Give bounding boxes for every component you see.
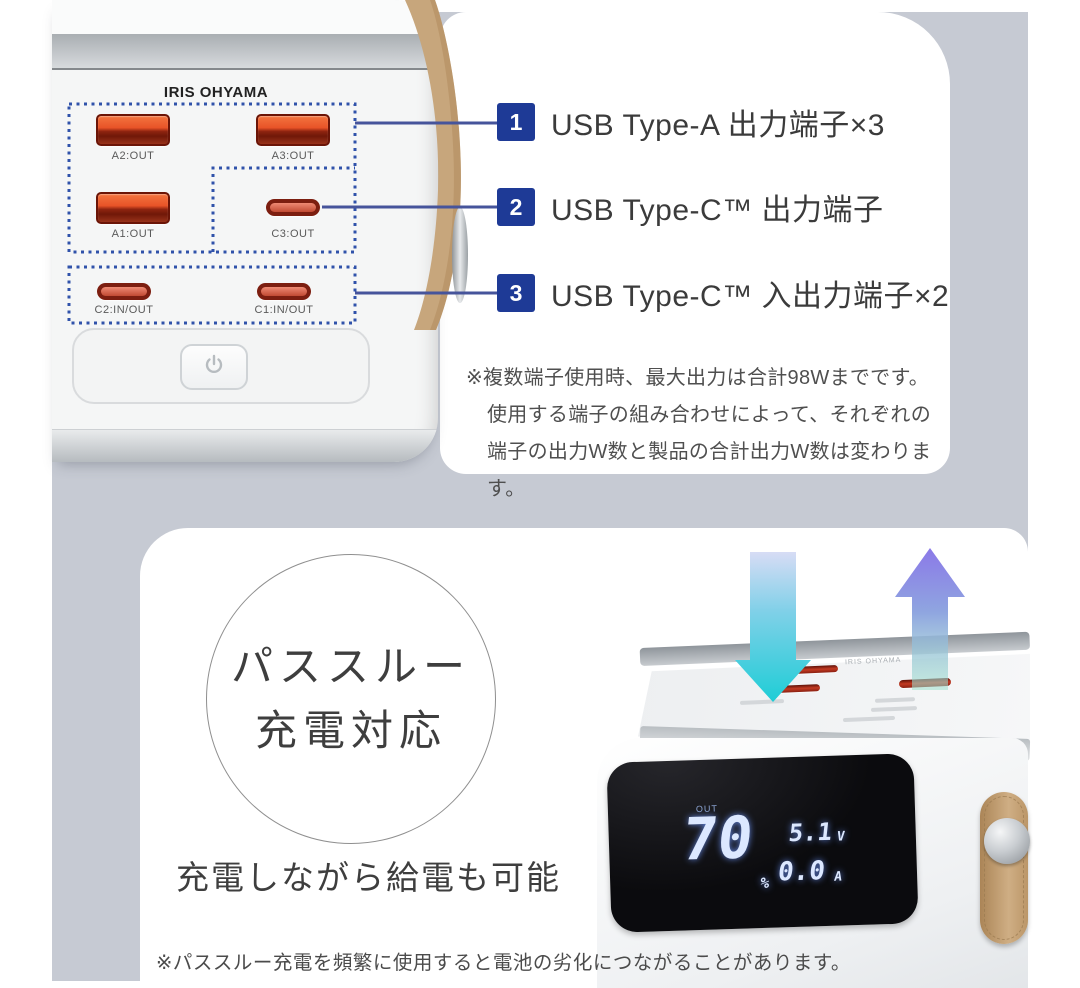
- display-current-value: 0.0: [776, 855, 827, 888]
- usb-c-port-c1: [257, 283, 311, 300]
- passthrough-badge: パススルー 充電対応: [206, 554, 496, 844]
- display-current-unit: A: [833, 869, 843, 885]
- power-icon: [202, 353, 226, 382]
- usb-a-port-a3: [256, 114, 330, 146]
- callout-3-label: USB Type-C™ 入出力端子×2: [551, 280, 950, 313]
- callout-1-label: USB Type-A 出力端子×3: [551, 109, 885, 142]
- device-top-cap: [52, 0, 438, 34]
- port-label-a2: A2:OUT: [111, 150, 155, 162]
- display-percent-unit: %: [759, 873, 771, 893]
- strap-stitching: [984, 796, 1024, 940]
- usb-c-port-c2: [97, 283, 151, 300]
- port-label-c2: C2:IN/OUT: [94, 304, 154, 316]
- callout-2-label: USB Type-C™ 出力端子: [551, 194, 884, 227]
- wattage-note-line-1: ※複数端子使用時、最大出力は合計98Wまでです。: [466, 367, 930, 389]
- wattage-note-line-3: 端子の出力W数と製品の合計出力W数は変わります。: [487, 441, 932, 500]
- badge-line-2: 充電対応: [254, 707, 447, 754]
- port-label-a3: A3:OUT: [271, 150, 315, 162]
- badge-line-1: パススルー: [230, 643, 471, 690]
- wattage-note-line-2: 使用する端子の組み合わせによって、それぞれの: [487, 404, 931, 426]
- display-voltage-value: 5.1: [787, 817, 834, 848]
- strap-rivet: [984, 818, 1030, 864]
- port-label-a1: A1:OUT: [111, 228, 155, 240]
- usb-a-port-a2: [96, 114, 170, 146]
- power-button: [180, 344, 248, 390]
- callout-2-badge: 2: [497, 188, 535, 226]
- device-silver-band-bottom: [52, 429, 438, 462]
- callout-1-badge: 1: [497, 103, 535, 141]
- callout-panel: [440, 12, 950, 474]
- wattage-note: ※複数端子使用時、最大出力は合計98Wまでです。 使用する端子の組み合わせによっ…: [466, 360, 946, 508]
- bottom-device-strap: [980, 792, 1028, 944]
- usb-c-port-c3: [266, 199, 320, 216]
- callout-1: 1 USB Type-A 出力端子×3: [497, 103, 885, 142]
- device-silver-band-top: [52, 34, 438, 70]
- brand-logo: IRIS OHYAMA: [163, 84, 269, 101]
- passthrough-footnote: ※パススルー充電を頻繁に使用すると電池の劣化につながることがあります。: [156, 952, 851, 974]
- callout-2: 2 USB Type-C™ 出力端子: [497, 188, 884, 227]
- port-label-c1: C1:IN/OUT: [254, 304, 314, 316]
- port-label-c3: C3:OUT: [271, 228, 315, 240]
- battery-display: OUT 70 % 5.1 V 0.0 A: [606, 753, 919, 933]
- display-voltage-unit: V: [836, 829, 846, 845]
- display-percent-value: 70: [679, 803, 757, 874]
- passthrough-headline: 充電しながら給電も可能: [176, 859, 561, 896]
- callout-3-badge: 3: [497, 274, 535, 312]
- callout-3: 3 USB Type-C™ 入出力端子×2: [497, 274, 950, 313]
- usb-a-port-a1: [96, 192, 170, 224]
